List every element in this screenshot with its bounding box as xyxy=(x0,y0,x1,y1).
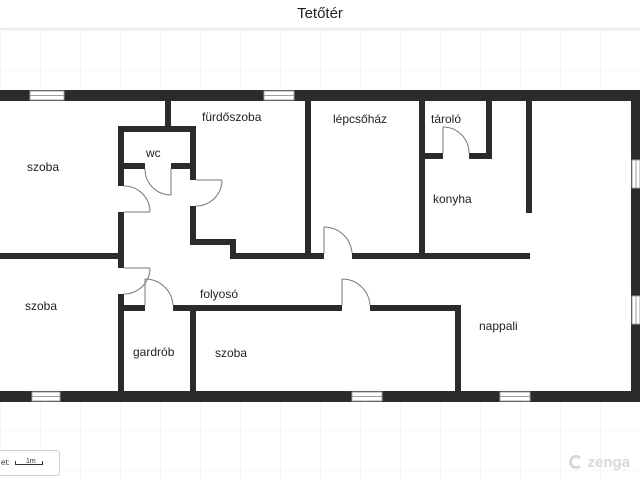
room-label-gardrob: gardrób xyxy=(133,345,175,359)
wall-lepcso-left xyxy=(305,100,311,259)
brand-watermark: zenga xyxy=(569,450,630,474)
floor-plan: szoba fürdőszoba lépcsőház tároló wc kon… xyxy=(0,29,640,480)
page-title: Tetőtér xyxy=(297,5,343,22)
scale-label: et: xyxy=(1,458,10,467)
wall-nappali-left xyxy=(455,305,461,391)
wall-lepcso-right xyxy=(419,100,425,259)
room-label-szoba-3: szoba xyxy=(215,346,247,360)
brand-logo-icon xyxy=(569,455,584,469)
header-bar: Tetőtér xyxy=(0,0,640,29)
window-top-2 xyxy=(263,90,295,101)
wall-right xyxy=(631,90,640,402)
scale-bar-icon xyxy=(15,461,43,465)
doors xyxy=(123,126,470,306)
wall-szoba-divider xyxy=(0,253,124,259)
window-right-2 xyxy=(631,295,640,325)
room-label-konyha: konyha xyxy=(433,192,472,206)
window-right-1 xyxy=(631,159,640,189)
wall-tarolo-right xyxy=(486,100,492,159)
door-tarolo xyxy=(442,126,470,154)
wall-top xyxy=(0,90,640,101)
room-label-szoba-1: szoba xyxy=(27,160,59,174)
door-lepcsohaz xyxy=(323,226,353,254)
scale-indicator: et: 1m xyxy=(0,450,60,476)
door-szoba-1 xyxy=(123,185,151,213)
wall-bottom xyxy=(0,391,640,402)
door-gardrob xyxy=(144,278,174,306)
window-bottom-2 xyxy=(351,391,383,402)
wall-corridor-bottom xyxy=(118,305,461,311)
room-label-folyoso: folyosó xyxy=(200,287,238,301)
wall-wc-top xyxy=(118,126,196,132)
door-wc xyxy=(144,168,172,196)
door-szoba-3 xyxy=(341,278,371,306)
wall-furdo-step xyxy=(230,239,236,259)
windows xyxy=(29,90,640,402)
window-bottom-1 xyxy=(31,391,61,402)
wall-lepcso-bottom xyxy=(305,253,530,259)
room-label-szoba-2: szoba xyxy=(25,299,57,313)
door-furdoszoba xyxy=(195,179,223,207)
room-label-furdoszoba: fürdőszoba xyxy=(202,110,262,124)
brand-name: zenga xyxy=(587,453,630,471)
door-szoba-2 xyxy=(123,267,151,295)
room-label-tarolo: tároló xyxy=(431,112,461,126)
room-label-wc: wc xyxy=(145,146,161,160)
room-label-lepcsohaz: lépcsőház xyxy=(333,112,387,126)
scale-unit: 1m xyxy=(26,458,36,465)
outer-walls xyxy=(0,90,640,402)
interior-fill xyxy=(0,95,640,397)
floor-plan-svg: szoba fürdőszoba lépcsőház tároló wc kon… xyxy=(0,29,640,480)
window-top-1 xyxy=(29,90,65,101)
door-openings xyxy=(118,153,469,311)
room-label-nappali: nappali xyxy=(479,319,518,333)
wall-furdo-left xyxy=(165,100,171,126)
wall-furdo-bottom-1 xyxy=(190,239,236,245)
wall-gardrob-right xyxy=(190,305,196,391)
window-bottom-3 xyxy=(499,391,531,402)
wall-konyha-stub xyxy=(526,100,532,213)
wall-furdo-bottom-2 xyxy=(230,253,308,259)
room-labels: szoba fürdőszoba lépcsőház tároló wc kon… xyxy=(25,110,518,360)
